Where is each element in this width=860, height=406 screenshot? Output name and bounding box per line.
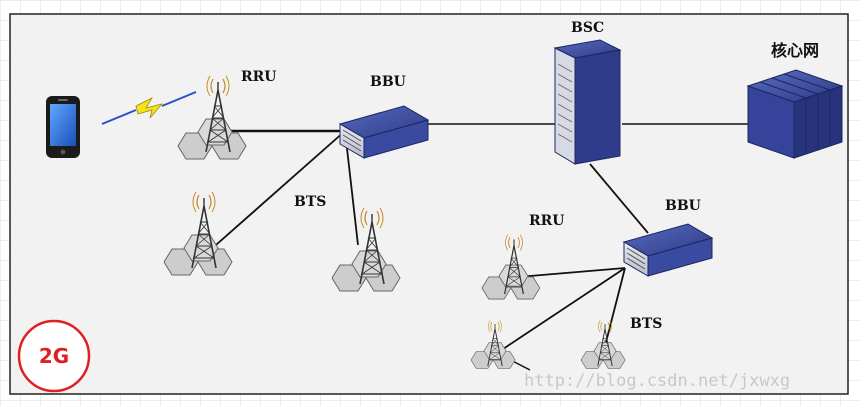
lightning-bolt-icon bbox=[101, 91, 197, 125]
label-core-network: 核心网 bbox=[771, 41, 819, 60]
bsc-rack-icon bbox=[553, 39, 622, 165]
diagram-frame bbox=[9, 13, 849, 395]
badge-text: 2G bbox=[39, 344, 69, 368]
label-bbu-bottom: BBU bbox=[665, 198, 701, 214]
label-bsc: BSC bbox=[571, 20, 604, 36]
watermark: http://blog.csdn.net/jxwxg bbox=[524, 371, 790, 391]
core-network-icon bbox=[746, 69, 844, 159]
generation-badge: 2G bbox=[17, 319, 91, 393]
label-bbu-top: BBU bbox=[370, 74, 406, 90]
phone-icon bbox=[46, 96, 80, 158]
label-rru-top: RRU bbox=[241, 69, 276, 85]
label-bts-right: BTS bbox=[630, 316, 662, 332]
label-rru-bottom: RRU bbox=[529, 213, 564, 229]
label-bts-left: BTS bbox=[294, 194, 326, 210]
